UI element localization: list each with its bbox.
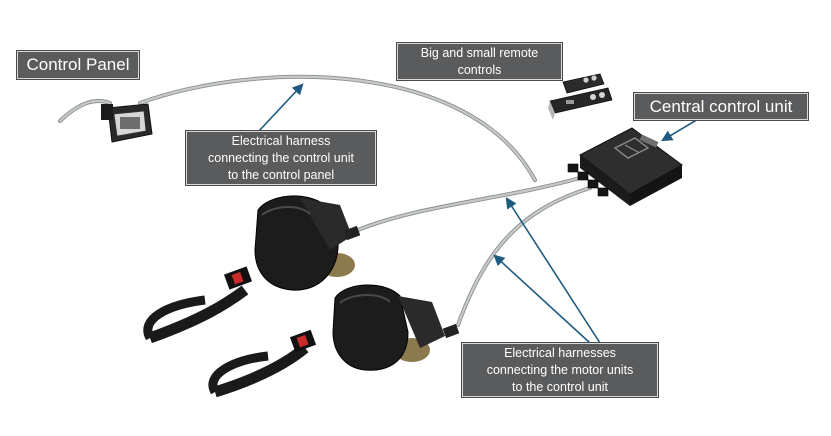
motor-unit-1-device: [143, 195, 361, 344]
motor-unit-2-device: [208, 284, 460, 398]
cables: [58, 74, 592, 327]
label-remote-line-2: controls: [457, 62, 502, 77]
arrow-motor-harness-2: [493, 254, 591, 344]
arrow-motor-harness-1: [505, 197, 601, 344]
label-remote-controls: Big and small remote controls: [397, 43, 562, 80]
harness-motor-2-cable: [456, 186, 592, 327]
label-remote-line-1: Big and small remote: [420, 45, 539, 60]
control-panel-device: [101, 103, 153, 143]
label-harness-motors-line-1: Electrical harnesses: [504, 345, 616, 360]
label-central-control-unit: Central control unit: [634, 93, 808, 120]
label-harness-panel: Electrical harness connecting the contro…: [186, 131, 376, 185]
label-harness-panel-line-3: to the control panel: [227, 167, 335, 182]
central-control-unit-device: [567, 127, 683, 206]
label-control-panel: Control Panel: [17, 51, 139, 79]
arrow-panel-harness: [257, 83, 304, 133]
label-harness-panel-line-1: Electrical harness: [231, 133, 331, 148]
arrow-central-unit: [661, 117, 701, 142]
label-harness-panel-line-2: connecting the control unit: [208, 150, 354, 165]
label-harness-motors-line-3: to the control unit: [512, 379, 608, 394]
label-harness-motors-line-2: connecting the motor units: [486, 362, 634, 377]
pointer-arrows: [257, 83, 701, 344]
remote-controls-device: [548, 73, 613, 120]
label-harness-motors: Electrical harnesses connecting the moto…: [462, 343, 658, 397]
